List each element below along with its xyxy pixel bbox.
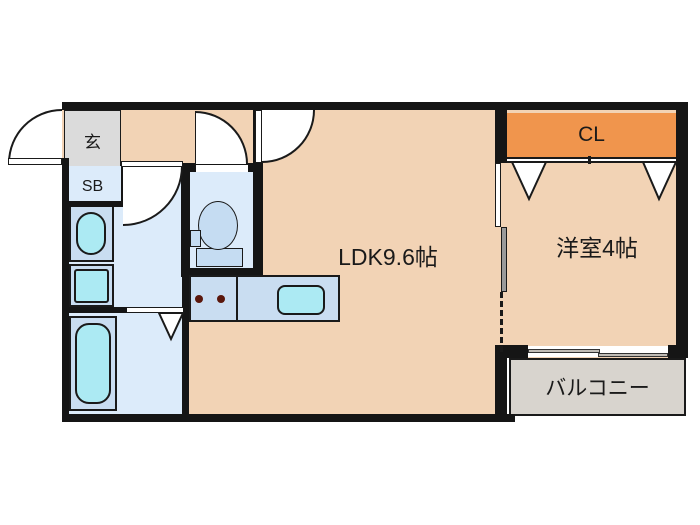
closet-track-tick [588,156,591,164]
entrance-label: 玄 [84,133,101,152]
washing-machine [74,269,109,303]
closet-area [507,113,676,157]
balcony-label: バルコニー [545,377,650,400]
closet-folding-door-icon [641,161,678,202]
bathtub [75,323,111,404]
closet-door-track [507,157,676,163]
ldk-label: LDK9.6帖 [338,244,438,270]
toilet-doorway [196,165,248,172]
sliding-window-pane [528,349,600,353]
wall-balcony-left [495,345,528,358]
wall-center-bottom [495,352,507,422]
bathroom-folding-door-icon [157,312,185,342]
closet-folding-door-icon [510,161,548,202]
wall-bathroom-ldk [182,277,189,422]
bathroom-doorway [127,307,183,313]
wall-washroom-bathroom [62,307,127,313]
washbasin-sink [76,212,106,255]
entrance-door-leaf [8,158,62,165]
sliding-window-pane [598,353,668,357]
wall-under-shoebox [62,201,128,207]
wall-right [676,102,688,358]
shoebox-label: SB [81,177,104,195]
wall-top [62,102,688,110]
kitchen-sink [277,285,325,315]
toilet-side-box [190,230,201,247]
stove-burner [195,295,203,303]
stove-burner [217,295,225,303]
kitchen-counter-divider [236,275,238,322]
toilet-bowl [198,201,238,250]
closet-label: CL [578,123,605,146]
balcony-area [509,358,686,416]
western-room-label: 洋室4帖 [556,235,638,261]
partition-panel-gray [501,227,507,292]
wall-left [62,158,69,422]
partition-open-dashed [500,292,503,352]
partition-panel-white [495,163,501,227]
ldk-door-leaf [255,110,262,163]
wall-hall-end-stub [253,110,256,164]
wall-center-top [495,102,507,163]
entrance-area [64,110,121,171]
washroom-door-leaf [121,161,183,167]
wall-balcony-right [668,345,688,358]
wall-bottom [62,414,515,422]
